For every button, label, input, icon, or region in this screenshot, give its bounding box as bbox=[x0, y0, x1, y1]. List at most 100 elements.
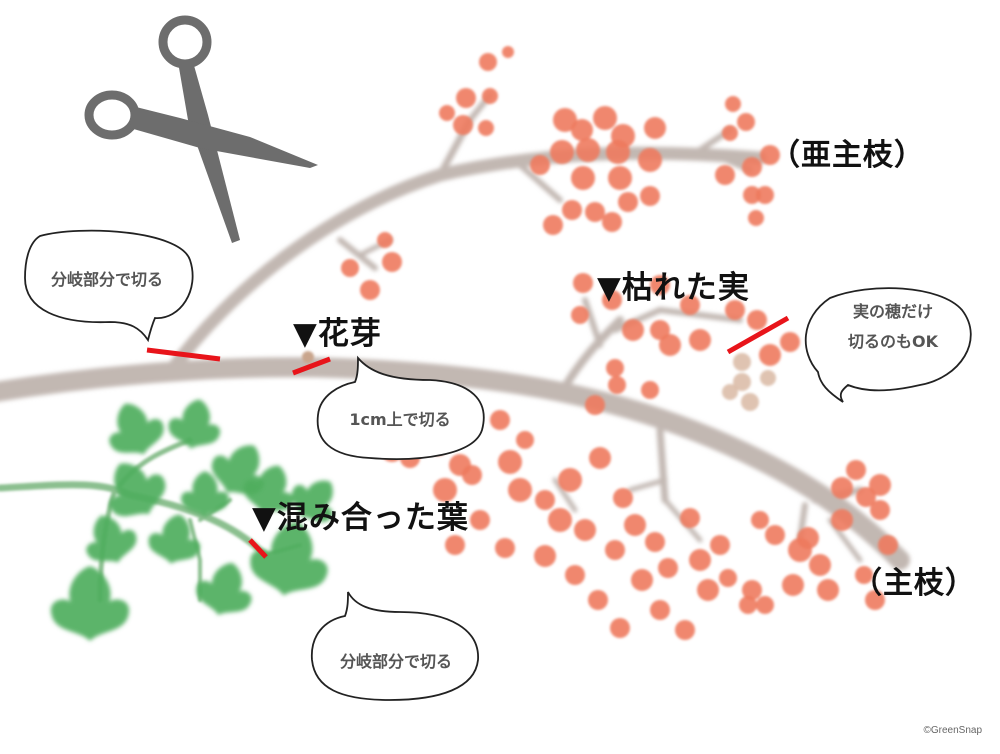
crowded-leaves bbox=[50, 399, 333, 641]
berry bbox=[658, 558, 678, 578]
berry bbox=[710, 535, 730, 555]
flower-bud bbox=[302, 351, 314, 363]
berry bbox=[562, 200, 582, 220]
berry bbox=[478, 120, 494, 136]
berry bbox=[608, 166, 632, 190]
bubble-text-bud-cut: 1cm上で切る bbox=[349, 410, 451, 429]
berry bbox=[565, 565, 585, 585]
scissors-icon bbox=[84, 15, 318, 243]
berry bbox=[737, 113, 755, 131]
label-flower-bud: ▼花芽 bbox=[293, 316, 382, 352]
berry bbox=[638, 148, 662, 172]
berry bbox=[743, 186, 761, 204]
cut-mark-leaf bbox=[248, 538, 268, 559]
berry bbox=[831, 509, 853, 531]
berry bbox=[689, 329, 711, 351]
berry bbox=[585, 395, 605, 415]
berry bbox=[606, 359, 624, 377]
berry bbox=[631, 569, 653, 591]
berry bbox=[573, 273, 593, 293]
bubble-branch-cut-top bbox=[24, 229, 194, 343]
berry bbox=[624, 514, 646, 536]
dry-berry bbox=[722, 384, 738, 400]
berry bbox=[479, 53, 497, 71]
berry bbox=[530, 155, 550, 175]
berry bbox=[535, 490, 555, 510]
berry bbox=[817, 579, 839, 601]
berry bbox=[870, 500, 890, 520]
berry bbox=[760, 145, 780, 165]
berry bbox=[650, 320, 670, 340]
berry bbox=[618, 192, 638, 212]
berry bbox=[739, 596, 757, 614]
berry bbox=[571, 166, 595, 190]
berry bbox=[571, 306, 589, 324]
berry bbox=[742, 157, 762, 177]
berry bbox=[846, 460, 866, 480]
dry-berry bbox=[760, 370, 776, 386]
berry bbox=[553, 108, 577, 132]
berry bbox=[659, 334, 681, 356]
berry bbox=[756, 596, 774, 614]
leaf bbox=[243, 465, 294, 513]
berry bbox=[482, 88, 498, 104]
berry bbox=[722, 125, 738, 141]
berry bbox=[725, 300, 745, 320]
berry bbox=[377, 232, 393, 248]
leaf bbox=[109, 463, 166, 517]
berry bbox=[622, 319, 644, 341]
berry bbox=[516, 431, 534, 449]
berry bbox=[756, 186, 774, 204]
berry bbox=[456, 88, 476, 108]
dry-berry bbox=[733, 373, 751, 391]
berry bbox=[715, 165, 735, 185]
berry bbox=[689, 549, 711, 571]
berry bbox=[788, 538, 812, 562]
berry bbox=[640, 186, 660, 206]
leaf bbox=[196, 562, 252, 616]
cut-mark-branch-top bbox=[146, 347, 221, 362]
berry bbox=[543, 215, 563, 235]
berry bbox=[759, 344, 781, 366]
berry bbox=[742, 580, 762, 600]
berry bbox=[585, 202, 605, 222]
berry bbox=[341, 259, 359, 277]
berry bbox=[602, 212, 622, 232]
label-crowded-leaves: ▼混み合った葉 bbox=[252, 500, 469, 536]
berry bbox=[558, 468, 582, 492]
berry bbox=[606, 140, 630, 164]
copyright: ©GreenSnap bbox=[923, 725, 982, 736]
berry bbox=[697, 579, 719, 601]
leaf bbox=[168, 399, 221, 449]
berry bbox=[576, 138, 600, 162]
bubble-text-branch-cut-top: 分岐部分で切る bbox=[50, 270, 163, 289]
berry bbox=[502, 46, 514, 58]
berry bbox=[675, 620, 695, 640]
berry bbox=[613, 488, 633, 508]
berry bbox=[445, 535, 465, 555]
berry bbox=[680, 295, 700, 315]
berry bbox=[602, 290, 622, 310]
berry bbox=[593, 106, 617, 130]
dry-berry bbox=[741, 393, 759, 411]
berry bbox=[548, 508, 572, 532]
dry-berry-cluster bbox=[722, 353, 776, 411]
berry bbox=[809, 554, 831, 576]
label-dead-fruit: ▼枯れた実 bbox=[597, 270, 750, 306]
berry bbox=[470, 510, 490, 530]
bubble-text-fruit-cut-2: 切るのもOK bbox=[847, 332, 938, 351]
leaf bbox=[109, 403, 164, 455]
berry bbox=[589, 447, 611, 469]
speech-bubbles bbox=[24, 229, 972, 701]
bubble-text-fruit-cut-1: 実の穂だけ bbox=[852, 302, 933, 321]
berry bbox=[878, 535, 898, 555]
bubble-branch-cut-bottom bbox=[311, 591, 479, 701]
berry bbox=[747, 310, 767, 330]
leaf bbox=[148, 514, 201, 564]
bubble-bud-cut bbox=[316, 355, 485, 460]
berry bbox=[610, 618, 630, 638]
berry bbox=[650, 600, 670, 620]
berry bbox=[605, 540, 625, 560]
